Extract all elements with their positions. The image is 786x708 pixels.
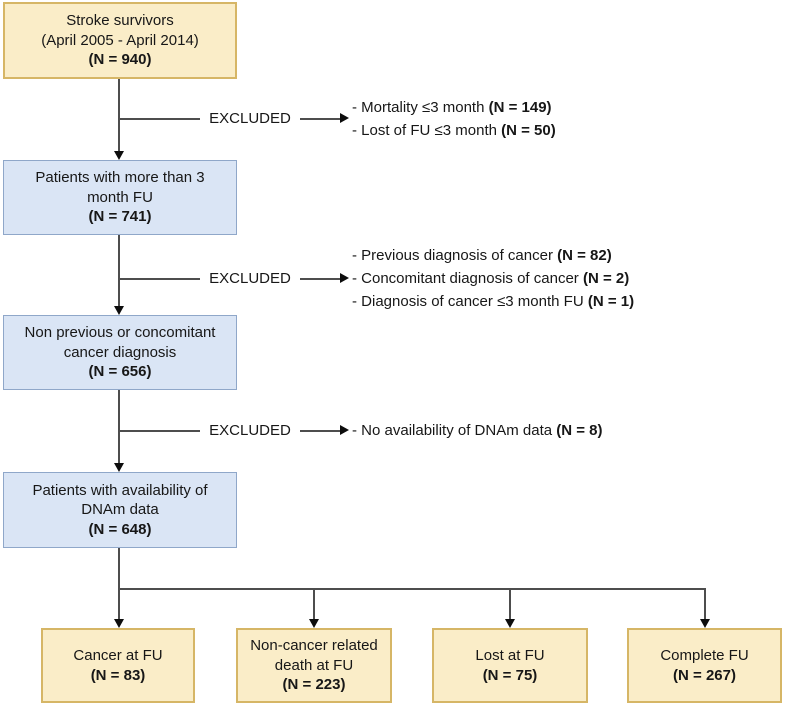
- exclusion-list-1: - Mortality ≤3 month (N = 149) - Lost of…: [352, 96, 556, 142]
- box-line: Non-cancer related: [250, 637, 378, 655]
- box-n-value: (N = 75): [482, 666, 538, 684]
- box-line: Complete FU: [660, 647, 749, 664]
- box-lost-at-fu: Lost at FU (N = 75): [432, 628, 588, 703]
- box-n-value: (N = 223): [282, 676, 346, 694]
- connector-spine-1: [118, 79, 120, 151]
- connector-excluded-3-left: [119, 430, 200, 432]
- box-n-value: (N = 940): [88, 51, 152, 69]
- connector-excluded-1-right: [300, 118, 340, 120]
- exclusion-list-3: - No availability of DNAm data (N = 8): [352, 419, 603, 442]
- box-line: DNAm data: [81, 501, 159, 519]
- box-dnam-availability: Patients with availability of DNAm data …: [3, 472, 237, 548]
- box-line: Patients with availability of: [32, 481, 208, 499]
- box-n-value: (N = 267): [673, 666, 736, 684]
- connector-spine-2: [118, 235, 120, 306]
- arrowhead-into-cancer-at-fu-box: [113, 619, 124, 628]
- excluded-label-1: EXCLUDED: [209, 110, 291, 127]
- box-line: month FU: [87, 188, 153, 206]
- box-line: Non previous or concomitant: [24, 324, 216, 342]
- connector-drop-complete-fu: [704, 588, 706, 619]
- connector-spine-4: [118, 548, 120, 619]
- box-n-value: (N = 656): [88, 363, 152, 381]
- arrowhead-into-noncancer-death-box: [308, 619, 319, 628]
- exclusion-item: - Mortality ≤3 month (N = 149): [352, 99, 552, 116]
- box-line: cancer diagnosis: [63, 343, 177, 361]
- arrowhead-into-complete-fu-box: [699, 619, 710, 628]
- exclusion-item: - Lost of FU ≤3 month (N = 50): [352, 122, 556, 139]
- arrowhead-into-noncancer-box: [113, 306, 124, 315]
- exclusion-item: - No availability of DNAm data (N = 8): [352, 422, 603, 439]
- box-non-previous-cancer: Non previous or concomitant cancer diagn…: [3, 315, 237, 390]
- arrowhead-into-fu-box: [113, 151, 124, 160]
- arrowhead-excluded-3: [340, 425, 349, 436]
- box-line: Cancer at FU: [73, 647, 163, 664]
- box-stroke-survivors: Stroke survivors (April 2005 - April 201…: [3, 2, 237, 79]
- box-line: Patients with more than 3: [35, 169, 205, 187]
- connector-drop-noncancer-death: [313, 588, 315, 619]
- arrowhead-excluded-2: [340, 273, 349, 284]
- connector-spine-3: [118, 390, 120, 463]
- exclusion-item: - Diagnosis of cancer ≤3 month FU (N = 1…: [352, 293, 635, 310]
- box-line: death at FU: [274, 656, 354, 674]
- box-n-value: (N = 741): [88, 208, 152, 226]
- arrowhead-into-dnam-box: [113, 463, 124, 472]
- connector-distributor: [118, 588, 706, 590]
- connector-excluded-1-left: [119, 118, 200, 120]
- box-noncancer-death-at-fu: Non-cancer related death at FU (N = 223): [236, 628, 392, 703]
- box-complete-fu: Complete FU (N = 267): [627, 628, 782, 703]
- box-line: Stroke survivors: [66, 12, 174, 30]
- box-n-value: (N = 648): [88, 520, 152, 538]
- exclusion-list-2: - Previous diagnosis of cancer (N = 82) …: [352, 244, 634, 313]
- box-line: (April 2005 - April 2014): [41, 31, 199, 49]
- box-more-than-3-month-fu: Patients with more than 3 month FU (N = …: [3, 160, 237, 235]
- exclusion-item: - Previous diagnosis of cancer (N = 82): [352, 247, 612, 264]
- excluded-label-2: EXCLUDED: [209, 270, 291, 287]
- excluded-label-3: EXCLUDED: [209, 422, 291, 439]
- exclusion-item: - Concomitant diagnosis of cancer (N = 2…: [352, 270, 630, 287]
- arrowhead-into-lost-at-fu-box: [504, 619, 515, 628]
- box-cancer-at-fu: Cancer at FU (N = 83): [41, 628, 195, 703]
- connector-excluded-2-left: [119, 278, 200, 280]
- connector-drop-lost-at-fu: [509, 588, 511, 619]
- connector-excluded-3-right: [300, 430, 340, 432]
- box-line: Lost at FU: [475, 647, 545, 664]
- connector-excluded-2-right: [300, 278, 340, 280]
- box-n-value: (N = 83): [90, 666, 146, 684]
- arrowhead-excluded-1: [340, 113, 349, 124]
